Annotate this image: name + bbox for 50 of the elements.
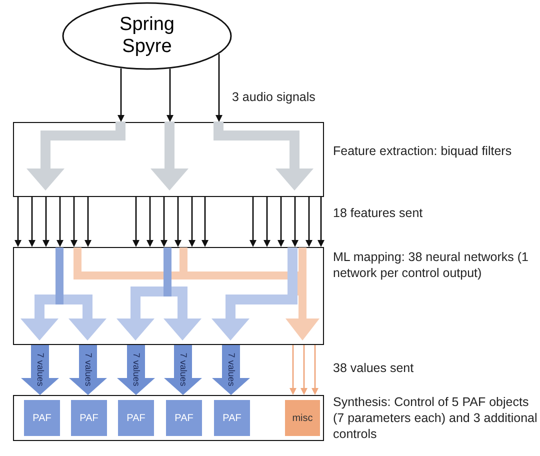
edge-label: 7 values: [178, 352, 188, 386]
arrow: [84, 197, 92, 247]
arrow: [28, 197, 36, 247]
thick-arrow: [212, 345, 250, 395]
arrow: [300, 345, 308, 395]
misc-block: misc: [285, 400, 320, 436]
arrow: [14, 197, 22, 247]
arrow: [318, 197, 324, 247]
module-block: PAF: [71, 400, 107, 436]
edge-label: 7 values: [34, 352, 46, 386]
module-block: PAF: [166, 400, 202, 436]
annotation-text: 18 features sent: [333, 205, 423, 221]
node-label: Spring Spyre: [120, 14, 174, 57]
arrow: [278, 197, 284, 247]
arrow: [250, 197, 256, 247]
edge-label: 7 values: [130, 352, 142, 386]
arrow: [70, 197, 78, 247]
arrow: [174, 197, 182, 247]
node-caption: ML mapping: 38 neural networks (1 network per control output): [333, 249, 530, 281]
arrow: [146, 197, 154, 247]
edge-label: 7 values: [82, 352, 94, 386]
arrow: [292, 197, 298, 247]
module-block: PAF: [24, 400, 60, 436]
module-block: PAF: [118, 400, 154, 436]
arrow: [166, 68, 174, 122]
arrow: [202, 197, 208, 247]
arrow: [42, 197, 50, 247]
arrow: [132, 197, 140, 247]
process-box: [13, 122, 324, 197]
thick-arrow: [117, 345, 155, 395]
arrow: [216, 54, 222, 122]
edge-label: 7 values: [226, 352, 236, 386]
node-caption: Feature extraction: biquad filters: [333, 143, 513, 159]
thick-arrow: [21, 345, 59, 395]
annotation-text: 3 audio signals: [232, 89, 316, 105]
annotation-text: 38 values sent: [333, 360, 414, 376]
arrow: [56, 197, 64, 247]
thick-arrow: [164, 345, 202, 395]
thick-arrow: [69, 345, 107, 395]
ellipse-node: [62, 2, 232, 70]
arrow: [312, 345, 318, 395]
arrow: [306, 197, 312, 247]
arrow: [290, 345, 296, 395]
module-block: PAF: [214, 400, 250, 436]
arrow: [264, 197, 270, 247]
arrow: [160, 197, 168, 247]
arrow: [188, 197, 196, 247]
process-box: [13, 395, 324, 441]
arrow: [118, 68, 124, 122]
node-caption: Synthesis: Control of 5 PAF objects (7 parameters each) and 3 additional controls: [333, 394, 538, 442]
